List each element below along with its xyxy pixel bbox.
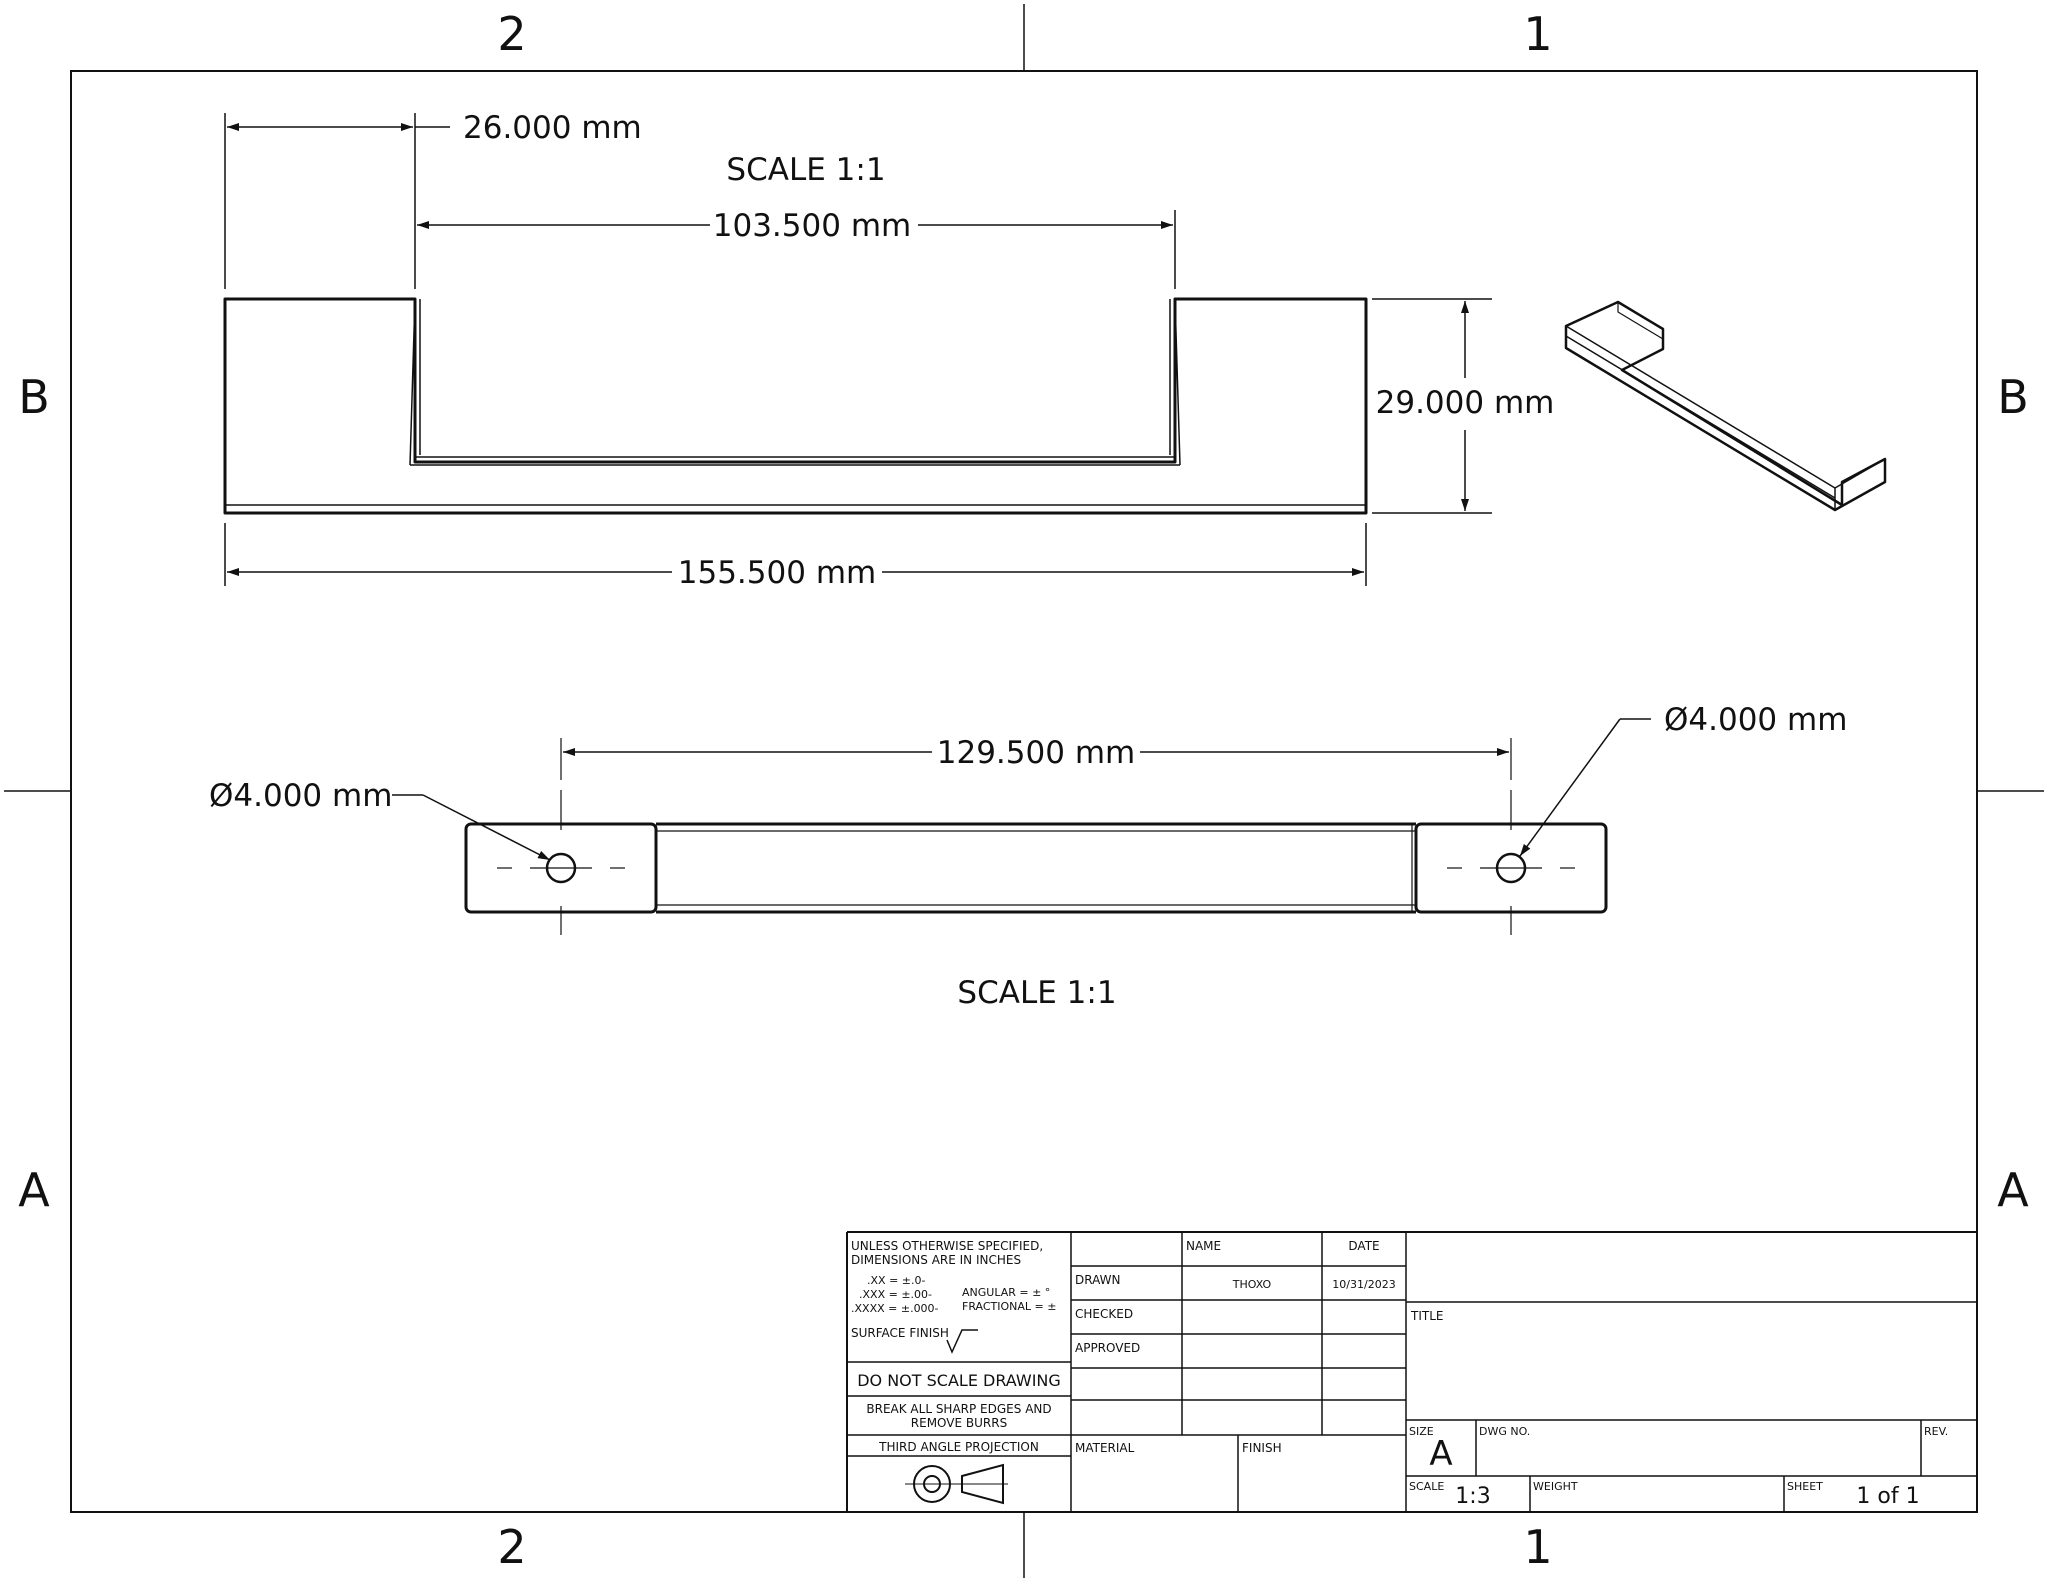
- do-not-scale-note: DO NOT SCALE DRAWING: [857, 1371, 1061, 1390]
- tolerance-heading-line1: UNLESS OTHERWISE SPECIFIED,: [851, 1239, 1043, 1253]
- zone-label-right-b: B: [1997, 370, 2029, 424]
- surface-finish-icon: [946, 1329, 978, 1354]
- material-label: MATERIAL: [1075, 1441, 1135, 1455]
- surface-finish-label: SURFACE FINISH: [851, 1326, 949, 1340]
- col-name-header: NAME: [1186, 1239, 1221, 1253]
- dwg-no-label: DWG NO.: [1479, 1425, 1530, 1438]
- third-angle-projection-icon: [905, 1463, 1008, 1505]
- scale-value: 1:3: [1455, 1484, 1490, 1509]
- drawn-date: 10/31/2023: [1332, 1278, 1395, 1291]
- break-edges-note-line1: BREAK ALL SHARP EDGES AND: [866, 1402, 1051, 1416]
- title-label: TITLE: [1410, 1309, 1443, 1323]
- title-block: UNLESS OTHERWISE SPECIFIED, DIMENSIONS A…: [846, 1231, 1977, 1512]
- zone-label-left-b: B: [18, 370, 50, 424]
- front-view: 26.000 mm SCALE 1:1 103.500 mm 29.000 mm…: [223, 110, 1555, 591]
- row-drawn-label: DRAWN: [1075, 1273, 1121, 1287]
- top-view-scale-label: SCALE 1:1: [957, 975, 1116, 1011]
- finish-label: FINISH: [1242, 1441, 1282, 1455]
- zone-labels: 2 1 2 1 B A B A: [18, 7, 2029, 1574]
- tolerance-xx: .XX = ±.0-: [867, 1274, 925, 1287]
- sheet-value: 1 of 1: [1856, 1484, 1919, 1509]
- sheet-label: SHEET: [1787, 1480, 1823, 1493]
- tolerance-xxx: .XXX = ±.00-: [859, 1288, 932, 1301]
- dim-hole-diameter-left: Ø4.000 mm: [209, 778, 392, 814]
- break-edges-note-line2: REMOVE BURRS: [911, 1416, 1007, 1430]
- weight-label: WEIGHT: [1533, 1480, 1578, 1493]
- dim-inner-width: 103.500 mm: [713, 208, 911, 244]
- scale-label: SCALE: [1409, 1480, 1444, 1493]
- projection-label: THIRD ANGLE PROJECTION: [878, 1440, 1039, 1454]
- front-view-scale-label: SCALE 1:1: [726, 152, 885, 188]
- row-checked-label: CHECKED: [1075, 1307, 1133, 1321]
- zone-label-left-a: A: [18, 1163, 50, 1217]
- top-view: 129.500 mm Ø4.000 mm Ø4.000 mm SCALE 1:1: [209, 702, 1847, 1011]
- dim-height: 29.000 mm: [1376, 385, 1555, 421]
- dim-overall-length: 155.500 mm: [678, 555, 876, 591]
- dim-hole-diameter-right: Ø4.000 mm: [1664, 702, 1847, 738]
- tolerance-fractional: FRACTIONAL = ±: [962, 1300, 1056, 1313]
- isometric-view: [1564, 300, 1887, 512]
- sheet-border: [4, 4, 2044, 1578]
- zone-label-top-1: 1: [1523, 7, 1552, 61]
- rev-label: REV.: [1924, 1425, 1948, 1438]
- row-approved-label: APPROVED: [1075, 1341, 1140, 1355]
- front-view-inner-edges: [225, 298, 1366, 506]
- tolerance-angular: ANGULAR = ± °: [962, 1286, 1050, 1299]
- zone-label-bottom-1: 1: [1523, 1520, 1552, 1574]
- drawn-by-name: THOXO: [1232, 1278, 1272, 1291]
- size-label: SIZE: [1409, 1425, 1434, 1438]
- zone-label-top-2: 2: [497, 7, 526, 61]
- zone-label-bottom-2: 2: [497, 1520, 526, 1574]
- col-date-header: DATE: [1348, 1239, 1379, 1253]
- dim-leg-width: 26.000 mm: [463, 110, 642, 146]
- front-view-outline: [223, 297, 1368, 515]
- zone-label-right-a: A: [1997, 1163, 2029, 1217]
- tolerance-heading-line2: DIMENSIONS ARE IN INCHES: [851, 1253, 1021, 1267]
- size-value: A: [1429, 1434, 1452, 1474]
- tolerance-xxxx: .XXXX = ±.000-: [851, 1302, 939, 1315]
- dim-hole-spacing: 129.500 mm: [937, 735, 1135, 771]
